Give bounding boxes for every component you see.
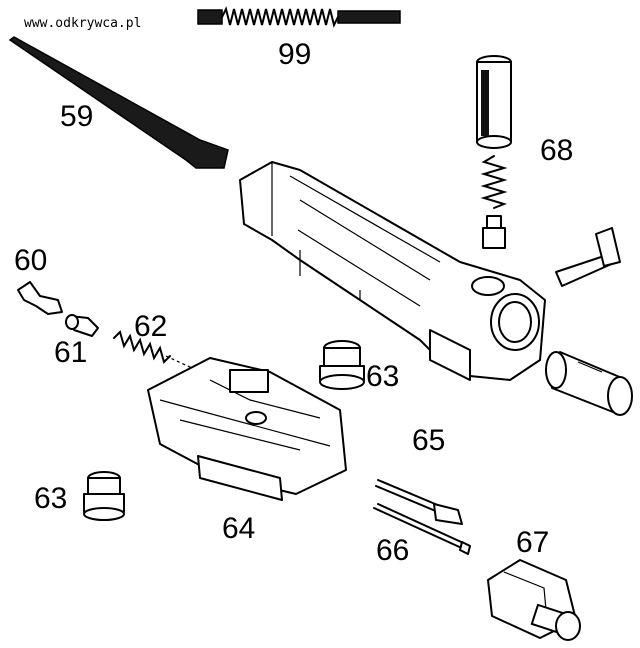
part-label-62: 62 [134, 310, 168, 343]
part-61-pin [65, 314, 99, 337]
part-60-clip [17, 281, 63, 315]
part-62-spring [113, 330, 193, 369]
part-99-spring [197, 6, 401, 28]
part-label-64: 64 [222, 512, 256, 545]
part-63-lower [83, 471, 125, 521]
part-65-pin [375, 479, 463, 525]
part-label-63-lower: 63 [34, 482, 68, 515]
part-64-block [147, 357, 347, 501]
part-67-block [487, 559, 581, 641]
part-label-67: 67 [516, 526, 550, 559]
sleeve-part [545, 351, 633, 416]
part-63-upper [319, 340, 365, 390]
part-66-pin [373, 503, 471, 555]
part-label-65: 65 [412, 424, 446, 457]
part-label-66: 66 [376, 534, 410, 567]
part-label-60: 60 [14, 244, 48, 277]
part-label-68: 68 [540, 134, 574, 167]
latch-part [555, 227, 621, 287]
part-label-59: 59 [60, 100, 94, 133]
watermark-text: www.odkrywca.pl [24, 16, 142, 31]
part-label-63-upper: 63 [366, 360, 400, 393]
part-label-61: 61 [54, 336, 88, 369]
part-59-rod [8, 36, 229, 169]
part-label-99: 99 [278, 38, 312, 71]
main-housing [239, 161, 546, 381]
part-68-assembly [476, 55, 512, 249]
